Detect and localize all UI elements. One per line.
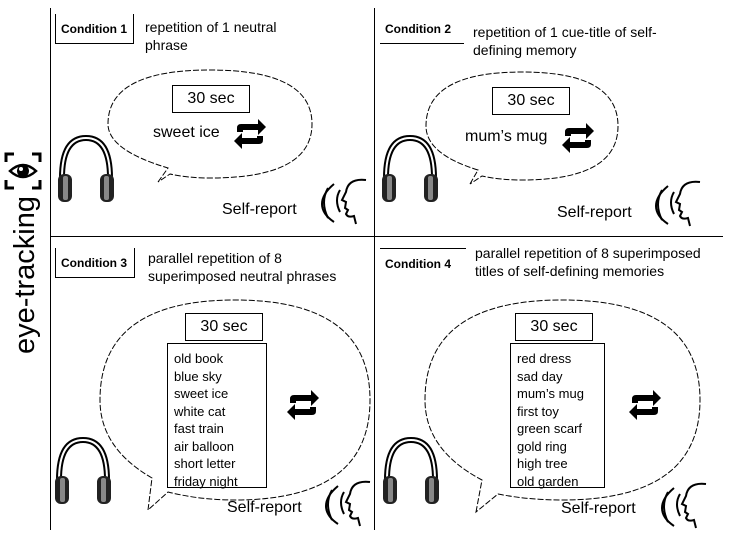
- list-item: sweet ice: [174, 386, 229, 401]
- self-report-label: Self-report: [561, 500, 636, 517]
- list-item: short letter: [174, 456, 236, 471]
- list-item: high tree: [517, 456, 568, 471]
- speaking-head-icon: [660, 482, 707, 529]
- headphones-icon: [55, 436, 111, 504]
- phrase-list: old book blue sky sweet ice white cat fa…: [167, 343, 267, 489]
- list-item: red dress: [517, 351, 572, 366]
- repeat-icon: [629, 390, 661, 420]
- stimulus-phrase: sweet ice: [153, 124, 220, 141]
- timer: 30 sec: [515, 313, 593, 341]
- eye-tracking-icon: [4, 152, 42, 190]
- repeat-icon: [287, 390, 319, 420]
- speech-bubble: [107, 69, 313, 183]
- condition-1-label: Condition 1: [55, 14, 134, 44]
- speaking-head-icon: [654, 180, 701, 227]
- list-item: mum’s mug: [517, 386, 584, 401]
- list-item: air balloon: [174, 438, 234, 454]
- timer: 30 sec: [185, 313, 263, 341]
- condition-4-description: parallel repetition of 8 superimposed ti…: [475, 245, 701, 279]
- headphones-icon: [382, 134, 438, 202]
- speech-bubble: [425, 71, 619, 185]
- stimulus-phrase: mum’s mug: [465, 128, 548, 145]
- condition-2-label: Condition 2: [380, 14, 464, 44]
- self-report-label: Self-report: [222, 201, 297, 218]
- list-item: green scarf: [517, 421, 583, 436]
- timer: 30 sec: [492, 87, 570, 115]
- list-item: first toy: [517, 403, 559, 419]
- self-report-label: Self-report: [557, 204, 632, 221]
- condition-4-label: Condition 4: [380, 248, 466, 278]
- left-divider: [50, 8, 51, 530]
- condition-1-description: repetition of 1 neutral phrase: [145, 19, 277, 53]
- condition-2-description: repetition of 1 cue-title of self-defini…: [473, 24, 657, 58]
- repeat-icon: [234, 119, 266, 149]
- list-item: friday night: [174, 473, 238, 489]
- condition-3-label: Condition 3: [55, 248, 135, 278]
- headphones-icon: [58, 134, 114, 202]
- memory-title-list: red dress sad day mum’s mug first toy gr…: [510, 343, 605, 489]
- horizontal-divider: [50, 236, 723, 237]
- list-item: gold ring: [517, 438, 567, 454]
- list-item: old book: [174, 351, 224, 366]
- list-item: white cat: [174, 403, 226, 419]
- condition-3-description: parallel repetition of 8 superimposed ne…: [148, 250, 337, 284]
- center-divider: [374, 8, 375, 530]
- timer: 30 sec: [172, 85, 250, 113]
- headphones-icon: [383, 436, 439, 504]
- list-item: old garden: [517, 473, 579, 489]
- self-report-label: Self-report: [227, 499, 302, 516]
- speaking-head-icon: [324, 480, 371, 527]
- speaking-head-icon: [320, 178, 367, 225]
- list-item: blue sky: [174, 368, 222, 384]
- repeat-icon: [562, 123, 594, 153]
- list-item: fast train: [174, 421, 224, 436]
- list-item: sad day: [517, 368, 563, 384]
